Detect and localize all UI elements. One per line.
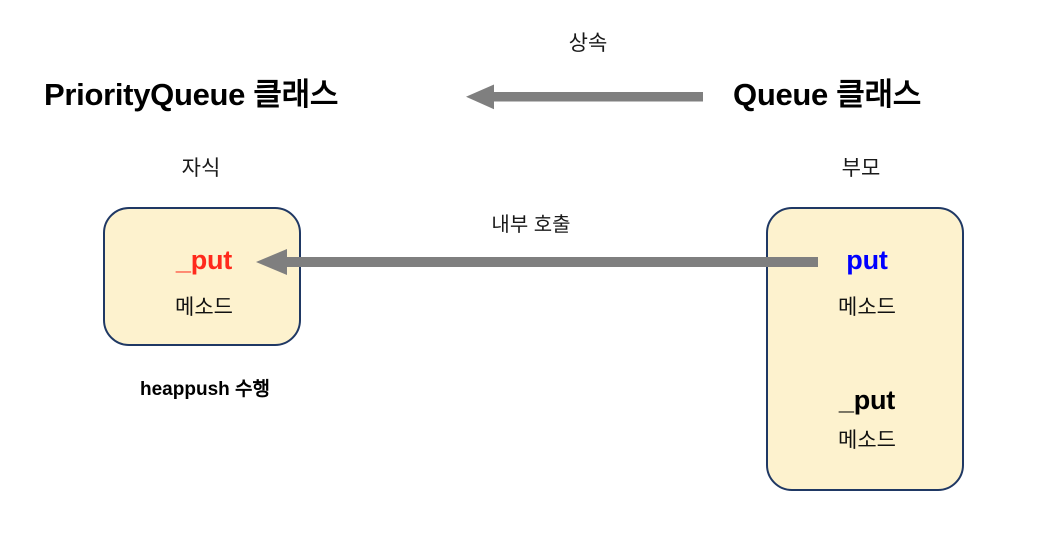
parent-class-title: Queue 클래스 (733, 77, 921, 112)
child-box-note: heappush 수행 (140, 379, 270, 400)
internal-call-arrow (256, 249, 818, 275)
inheritance-label: 상속 (568, 32, 608, 55)
parent-class-box[interactable]: put 메소드 _put 메소드 (766, 207, 964, 491)
parent-method-kind-0: 메소드 (838, 296, 896, 319)
child-class-box[interactable]: _put 메소드 (103, 207, 301, 346)
internal-call-label: 내부 호출 (491, 214, 571, 236)
parent-method-name-0: put (846, 245, 888, 275)
child-class-title: PriorityQueue 클래스 (44, 77, 339, 112)
child-method-name-0: _put (175, 245, 233, 275)
parent-method-kind-1: 메소드 (838, 429, 896, 452)
inheritance-arrow (466, 84, 703, 110)
parent-role-label: 부모 (841, 157, 881, 180)
child-role-label: 자식 (181, 157, 221, 180)
child-method-kind-0: 메소드 (175, 296, 233, 319)
parent-method-name-1: _put (838, 385, 896, 415)
